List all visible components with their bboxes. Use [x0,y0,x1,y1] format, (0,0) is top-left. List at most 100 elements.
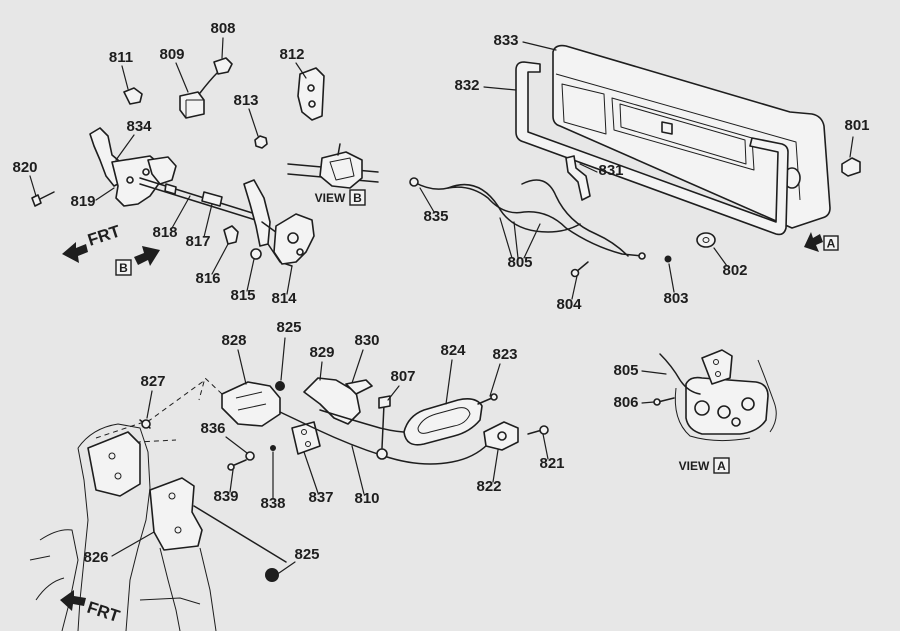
plate-screw-head [227,463,235,471]
callout-804: 804 [556,296,582,313]
leader-832 [483,86,517,91]
panel-opening-left [561,83,607,135]
rod-sleeve [201,191,223,207]
operating-rod [139,177,263,223]
callout-826: 826 [83,549,108,566]
callout-809: 809 [159,46,184,63]
view-a-latch-housing [685,376,769,435]
callout-814: 814 [271,290,297,307]
leader-814 [286,265,293,295]
view-b-caption: VIEW B [315,189,366,206]
view-a-direction-marker: A [804,232,839,252]
callout-837: 837 [308,489,333,506]
leader-824 [445,359,453,405]
callout-828: 828 [221,332,246,349]
view-b-marker-letter: B [119,261,128,275]
lock-tab [661,121,673,135]
view-a-bracket-hole [715,371,721,377]
frt-marker-upper: FRT [62,221,123,263]
leader-825-upper [280,337,286,381]
leader-lines [29,37,854,574]
view-b-letter-box [349,189,366,206]
leader-831 [579,163,598,173]
view-b-arrow-icon [134,246,160,266]
bracket-nut [275,381,285,391]
mounting-plate-hole [305,441,311,447]
callout-816: 816 [195,270,220,287]
wire-clip [213,57,233,75]
view-b-label: VIEW [315,191,346,205]
leader-839 [229,469,234,493]
body-panel-line [29,555,65,601]
callout-824: 824 [440,342,466,359]
hinge-bolt-shank [37,191,55,201]
panel-opening-center-inner [619,103,747,165]
view-a-latch-wheel [717,405,731,419]
callout-834: 834 [126,118,152,135]
callout-819: 819 [70,193,95,210]
callout-822: 822 [476,478,501,495]
door-hinge-hole [174,526,182,534]
tailgate-inner-panel [552,44,831,229]
door-hinge-plate [87,431,141,497]
callout-820: 820 [12,159,37,176]
leader-819 [95,187,115,201]
rod-sleeve-small [164,183,177,195]
latch-pivot [287,232,299,244]
hinge-plate-hole [114,472,122,480]
callout-817: 817 [185,233,210,250]
view-a-latch-pin [731,417,741,427]
view-a-callouts: 805 806 VIEW A [613,362,730,474]
panel-opening-center [611,97,755,171]
callout-811: 811 [109,49,133,66]
view-a-bracket [701,349,733,385]
leader-822 [492,449,499,483]
view-b-direction-marker: B [115,246,160,276]
release-cable [413,181,643,257]
handle-screw-head [490,393,498,401]
tailgate-drawing [409,44,861,278]
leader-837 [303,451,319,494]
hidden-line [198,377,223,401]
hinge-bolt-head [31,194,42,207]
leader-830 [351,349,364,384]
frt-arrow-icon [62,242,88,263]
plastic-retainer [123,87,143,105]
mounting-bracket [297,67,325,121]
leader-801 [849,136,854,158]
callout-830: 830 [354,332,379,349]
striker-block [841,157,861,177]
handle-bracket [221,381,281,427]
body-panel-line [159,547,217,631]
door-pillar-drawing [29,379,287,631]
door-hinge-hole [168,492,176,500]
hinge-link [147,156,177,185]
leader-816 [211,243,229,275]
cable-retainer [565,155,591,201]
view-a-latch-wheel [694,400,710,416]
handle-bracket-edge [235,391,267,411]
rod-clip-stem [381,403,385,449]
callout-810: 810 [354,490,379,507]
view-b-marker-box [115,259,132,276]
cable-bolt-head [570,268,580,278]
lower-nut [265,568,279,582]
leader-811 [121,65,129,90]
hinge-plate-hole [108,452,116,460]
callout-802: 802 [722,262,747,279]
bumper-nut [696,232,716,248]
leader-821 [542,433,549,460]
view-a-outer-frame [674,387,751,442]
view-a-bracket-hole [713,359,719,365]
mounting-plate [291,421,321,455]
switch-block-face [185,99,204,118]
frt-label: FRT [85,598,123,626]
plate-screw-shank [231,459,247,467]
body-panel-line [39,529,79,631]
leader-835 [419,187,435,213]
cable-end [409,177,419,187]
view-a-marker-box [823,235,839,251]
cable-end [638,252,646,260]
callout-806: 806 [613,394,638,411]
